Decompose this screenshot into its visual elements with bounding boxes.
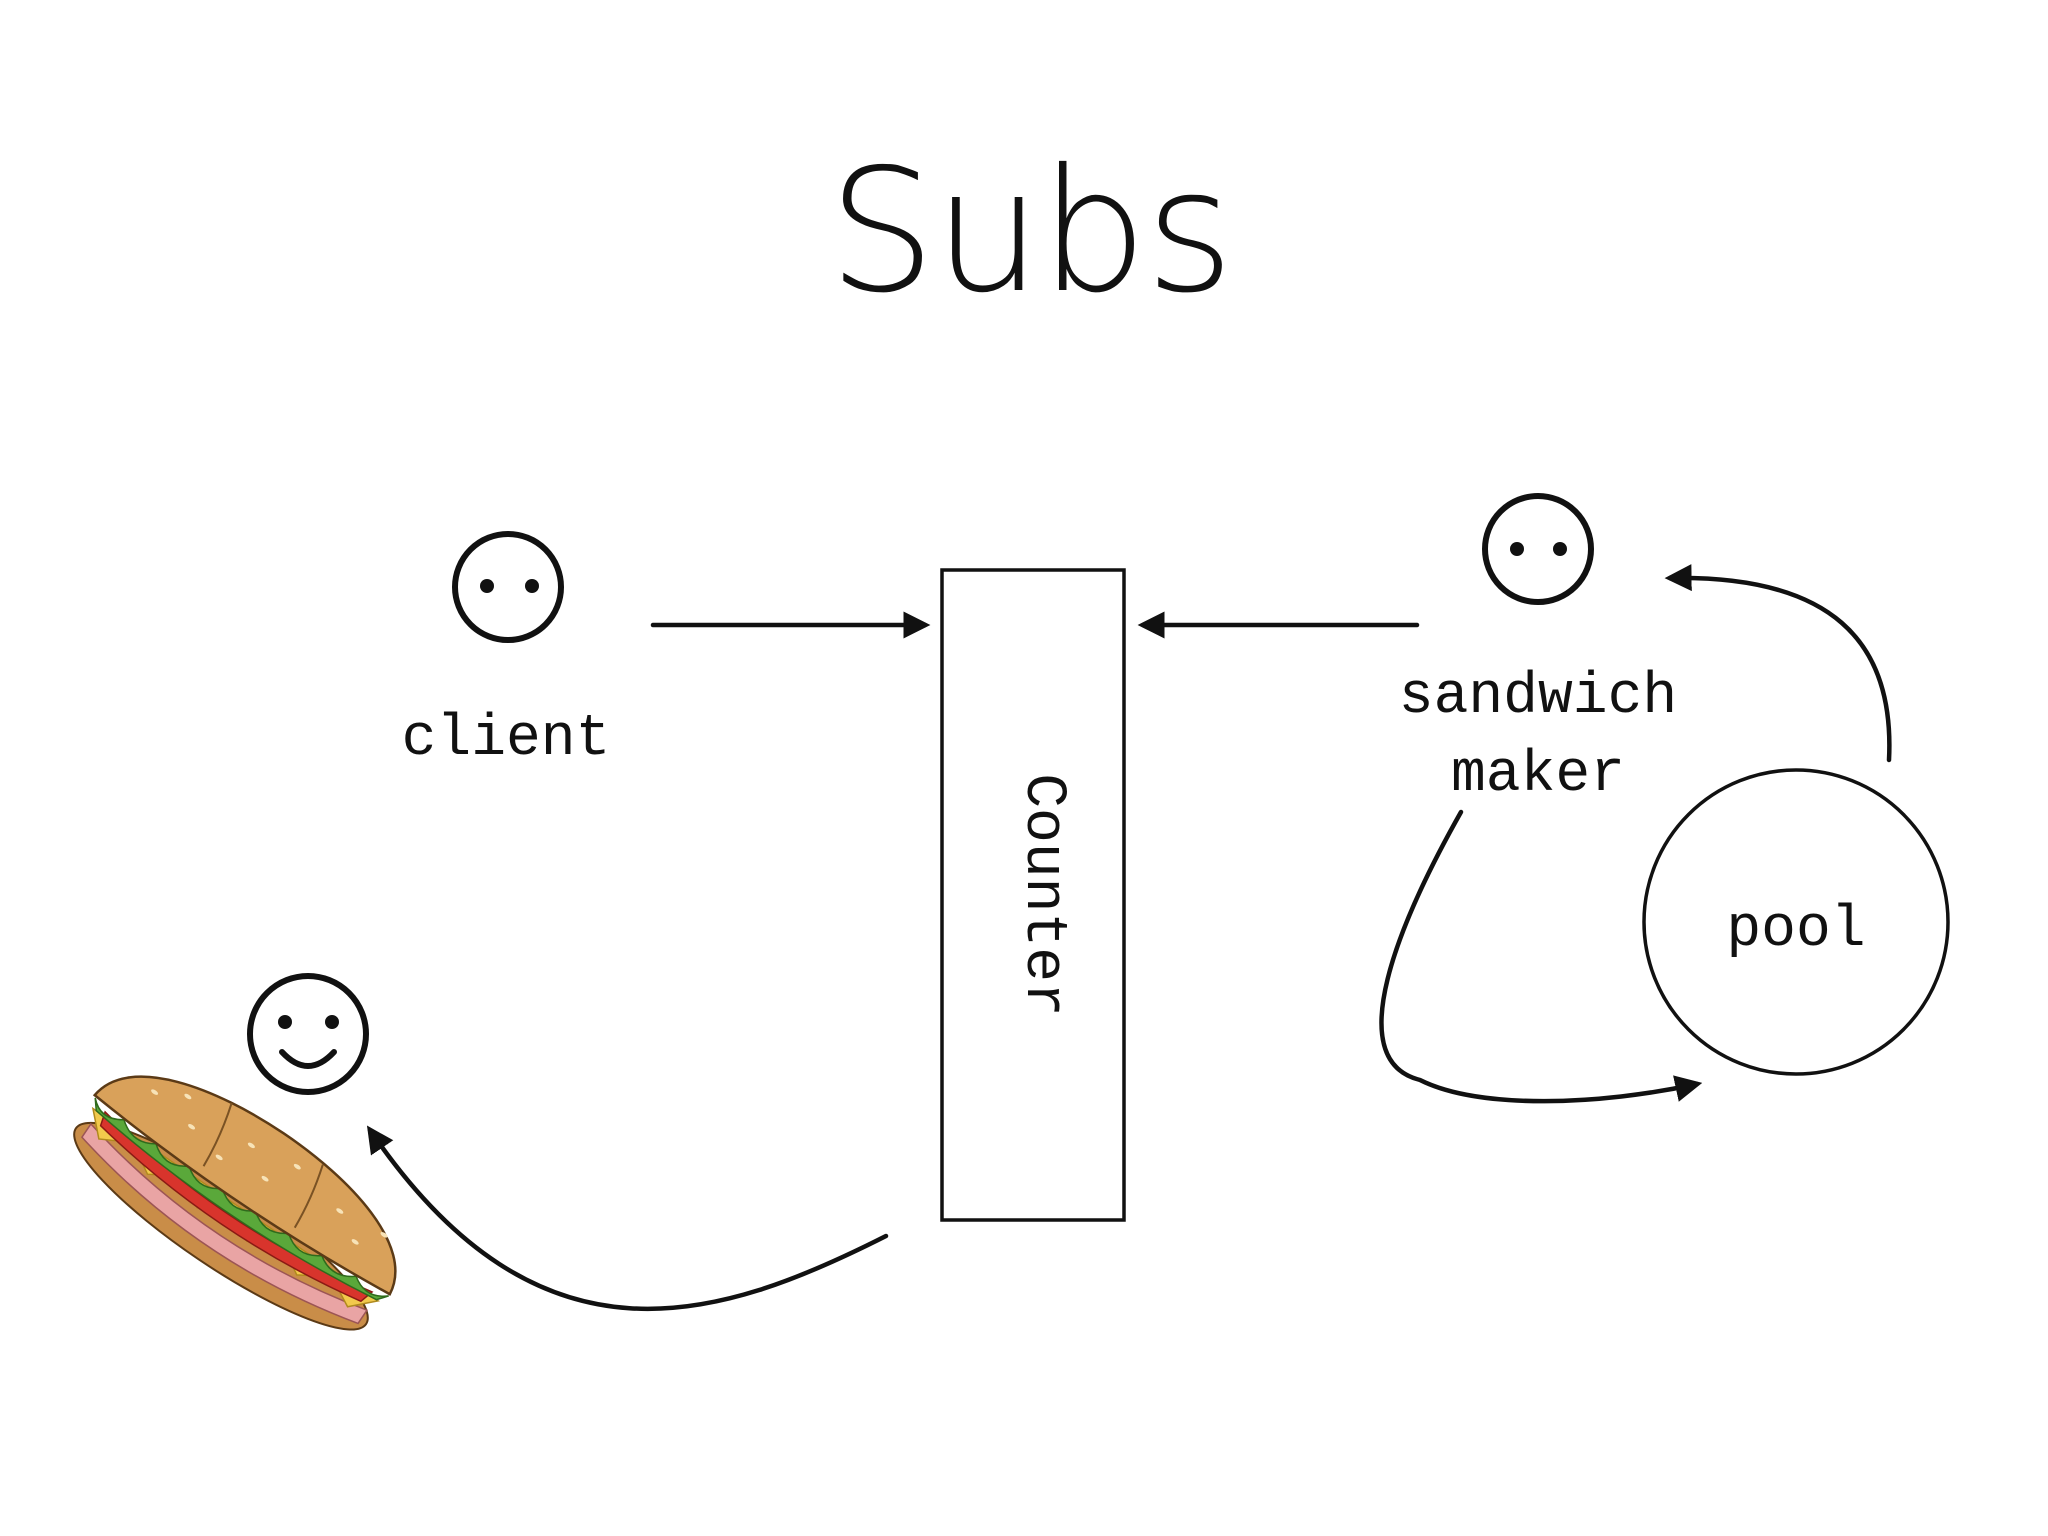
sandwich-maker-label-line2: maker xyxy=(1451,743,1625,808)
pool-to-maker-arrow xyxy=(1664,564,1892,763)
counter-label: Counter xyxy=(1010,773,1075,1017)
page-title: Subs xyxy=(828,133,1232,331)
sandwich-icon xyxy=(73,1075,397,1331)
pool-label: pool xyxy=(1726,898,1865,963)
happy-client-face-icon xyxy=(247,973,369,1095)
client-face-icon xyxy=(452,531,564,643)
sandwich-maker-label-line1: sandwich xyxy=(1399,665,1677,730)
maker-to-pool-arrow xyxy=(1379,809,1703,1104)
counter-box xyxy=(940,568,1126,1222)
pool-circle xyxy=(1642,768,1950,1076)
counter-to-client-arrow xyxy=(366,1125,889,1311)
sandwich-maker-face-icon xyxy=(1482,493,1594,605)
client-label: client xyxy=(402,707,611,772)
